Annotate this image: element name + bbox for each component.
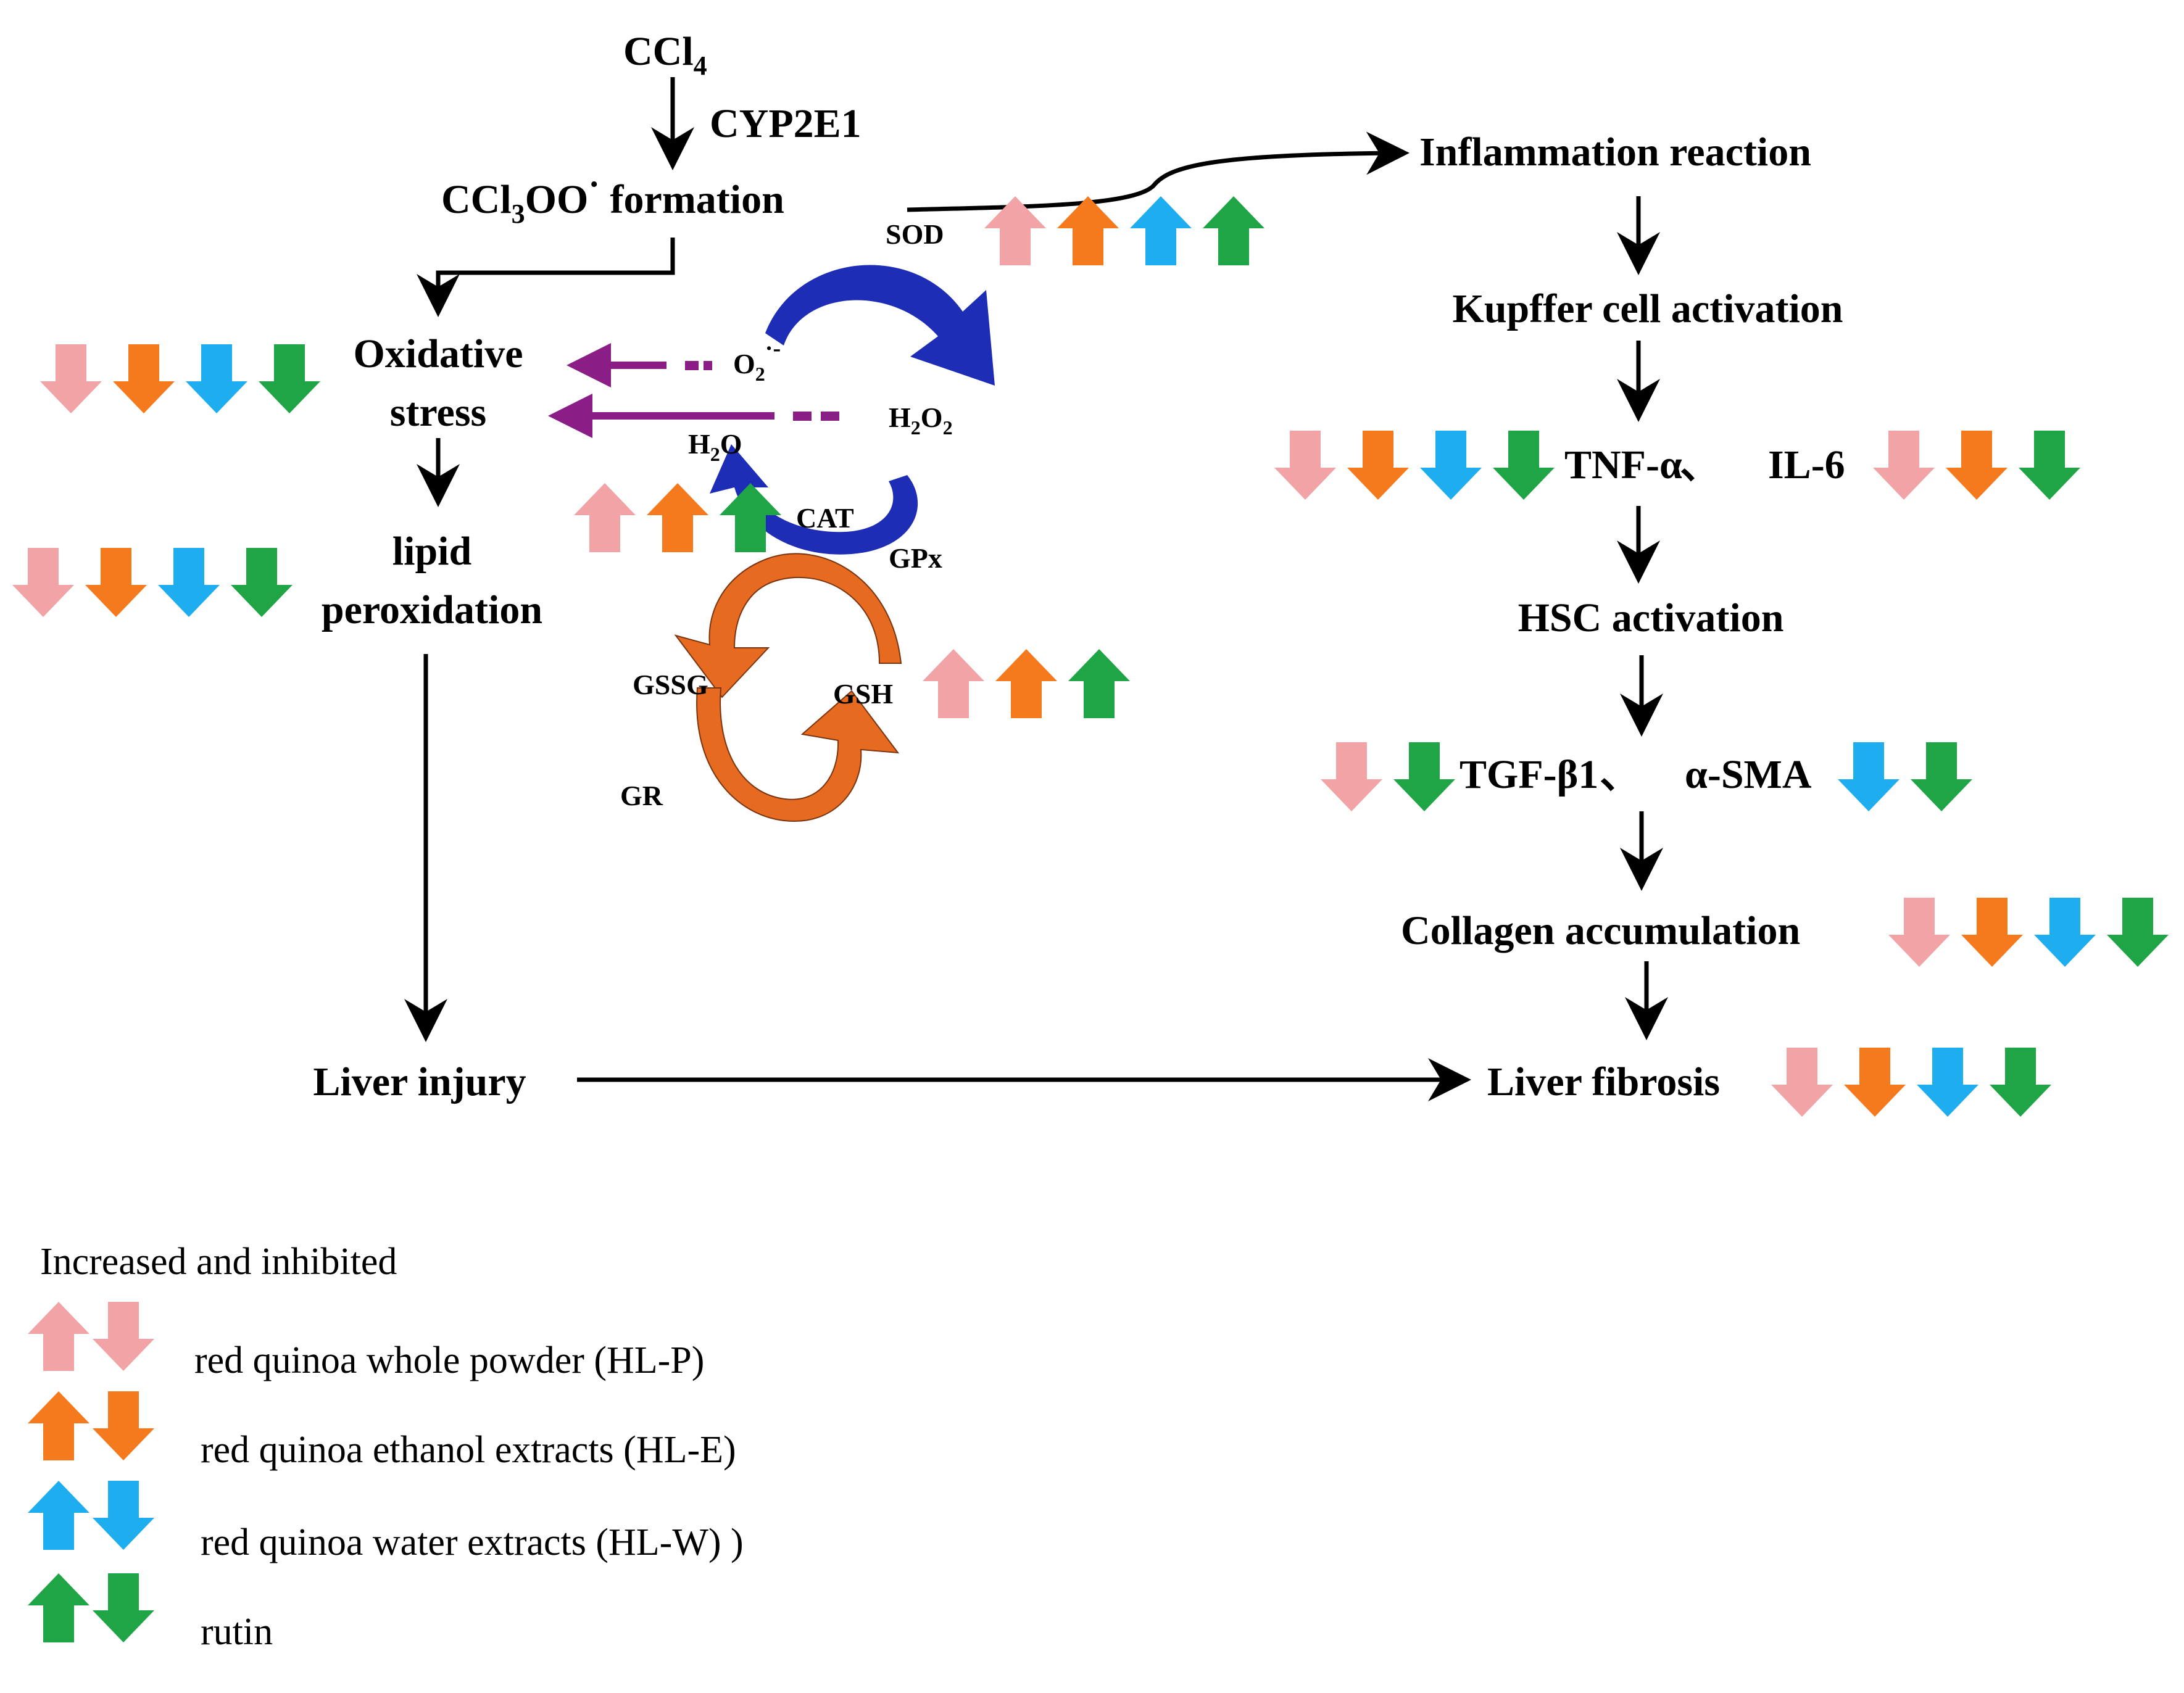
sod-curved-arrow <box>765 265 995 386</box>
cat-rutin-up-arrow-icon <box>720 483 781 552</box>
cat-hle-up-arrow-icon <box>647 483 708 552</box>
collagen-accumulation-hlw-down-arrow-icon <box>2034 898 2096 967</box>
collagen-label: Collagen accumulation <box>1401 908 1800 953</box>
legend-rutin-down-arrow-icon <box>93 1573 154 1642</box>
liver-injury-label: Liver injury <box>313 1059 526 1104</box>
inflammation-label: Inflammation reaction <box>1419 130 1811 175</box>
cat-hlp-up-arrow-icon <box>574 483 636 552</box>
indicator-arrows <box>12 196 2169 1117</box>
lipid-peroxidation-hlw-down-arrow-icon <box>158 548 220 617</box>
sod-hle-up-arrow-icon <box>1057 196 1119 265</box>
oxidative-stress-rutin-down-arrow-icon <box>259 344 320 413</box>
collagen-accumulation-rutin-down-arrow-icon <box>2107 898 2169 967</box>
liver-fibrosis-hlw-down-arrow-icon <box>1917 1048 1978 1117</box>
sep2-label: 、 <box>1600 752 1640 797</box>
collagen-accumulation-hle-down-arrow-icon <box>1961 898 2023 967</box>
h2o-label: H2O <box>688 428 742 465</box>
tnf-alpha-rutin-down-arrow-icon <box>1493 431 1555 500</box>
liver-fibrosis-hlp-down-arrow-icon <box>1771 1048 1833 1117</box>
gsh-gssg-cycle <box>674 553 902 822</box>
lipid-peroxidation-rutin-down-arrow-icon <box>231 548 293 617</box>
gpx-label: GPx <box>889 542 942 574</box>
kupffer-label: Kupffer cell activation <box>1453 286 1843 331</box>
gr-curved-arrow <box>696 687 900 822</box>
il6-label: IL-6 <box>1768 442 1845 487</box>
oxidative-label: Oxidative <box>354 331 523 376</box>
ros-dash-o2-b <box>704 361 712 370</box>
legend-hlp-up-arrow-icon <box>28 1302 89 1371</box>
tnf-alpha-hlp-down-arrow-icon <box>1274 431 1336 500</box>
gsh-rutin-up-arrow-icon <box>1068 649 1130 718</box>
legend-hlp-down-arrow-icon <box>93 1302 154 1371</box>
sod-hlp-up-arrow-icon <box>984 196 1046 265</box>
stress-label: stress <box>390 390 486 435</box>
ros-arrows <box>548 343 839 438</box>
liver-fibrosis-hle-down-arrow-icon <box>1844 1048 1906 1117</box>
oxidative-stress-hlp-down-arrow-icon <box>40 344 102 413</box>
ccl3oo-formation-label: CCl3OO· formation <box>441 165 784 229</box>
gpx-curved-arrow <box>674 553 902 698</box>
sod-hlw-up-arrow-icon <box>1130 196 1192 265</box>
peroxidation-label: peroxidation <box>322 587 542 632</box>
tnf-label: TNF-α <box>1564 442 1682 487</box>
sep1-label: 、 <box>1680 442 1721 487</box>
oxidative-stress-hlw-down-arrow-icon <box>186 344 247 413</box>
legend-label-hlw: red quinoa water extracts (HL-W) ) <box>201 1521 744 1563</box>
o2-radical-label: O2·- <box>733 336 781 385</box>
legend-label-hle: red quinoa ethanol extracts (HL-E) <box>201 1429 736 1471</box>
legend-rutin-up-arrow-icon <box>28 1573 89 1642</box>
collagen-accumulation-hlp-down-arrow-icon <box>1888 898 1950 967</box>
liver-fibrosis-label: Liver fibrosis <box>1487 1059 1720 1104</box>
lipid-peroxidation-hlp-down-arrow-icon <box>12 548 74 617</box>
sod-rutin-up-arrow-icon <box>1203 196 1264 265</box>
h2o2-label: H2O2 <box>889 402 953 439</box>
legend-label-hlp: red quinoa whole powder (HL-P) <box>194 1339 704 1381</box>
legend-hle-down-arrow-icon <box>93 1391 154 1460</box>
il-6-rutin-down-arrow-icon <box>2019 431 2080 500</box>
gssg-label: GSSG <box>633 669 708 700</box>
lipid-peroxidation-hle-down-arrow-icon <box>85 548 147 617</box>
liver-fibrosis-rutin-down-arrow-icon <box>1990 1048 2051 1117</box>
cyp2e1-label: CYP2E1 <box>710 101 862 146</box>
il-6-hle-down-arrow-icon <box>1946 431 2008 500</box>
ccl4-label: CCl4 <box>623 29 707 81</box>
il-6-hlp-down-arrow-icon <box>1873 431 1935 500</box>
tnf-alpha-hlw-down-arrow-icon <box>1420 431 1482 500</box>
ros-dash-h2o2-b <box>821 412 839 421</box>
asma-label: α-SMA <box>1685 752 1812 797</box>
legend-hle-up-arrow-icon <box>28 1391 89 1460</box>
ros-dash-h2o2 <box>793 412 812 421</box>
tgf-label: TGF-β1 <box>1459 752 1598 797</box>
arrow-ccl3oo-to-oxidative <box>417 238 675 317</box>
ros-dash-o2 <box>685 361 699 370</box>
hsc-label: HSC activation <box>1518 595 1784 640</box>
cat-label: CAT <box>796 502 854 534</box>
tgf-beta1-rutin-down-arrow-icon <box>1393 742 1455 811</box>
tgf-beta1-hlp-down-arrow-icon <box>1321 742 1382 811</box>
legend-hlw-down-arrow-icon <box>93 1481 154 1550</box>
legend-hlw-up-arrow-icon <box>28 1481 89 1550</box>
arrow-ccl3oo-to-inflammation <box>907 131 1410 212</box>
tnf-alpha-hle-down-arrow-icon <box>1347 431 1409 500</box>
alpha-sma-rutin-down-arrow-icon <box>1911 742 1972 811</box>
gr-label: GR <box>620 780 663 811</box>
sod-label: SOD <box>886 218 944 250</box>
gsh-label: GSH <box>833 678 893 710</box>
legend-label-rutin: rutin <box>201 1611 273 1653</box>
legend-swatches <box>28 1302 154 1642</box>
lipid-label: lipid <box>392 529 471 574</box>
gsh-hlp-up-arrow-icon <box>923 649 984 718</box>
alpha-sma-hlw-down-arrow-icon <box>1838 742 1900 811</box>
oxidative-stress-hle-down-arrow-icon <box>113 344 175 413</box>
gsh-hle-up-arrow-icon <box>995 649 1057 718</box>
legend-heading: Increased and inhibited <box>40 1241 397 1283</box>
